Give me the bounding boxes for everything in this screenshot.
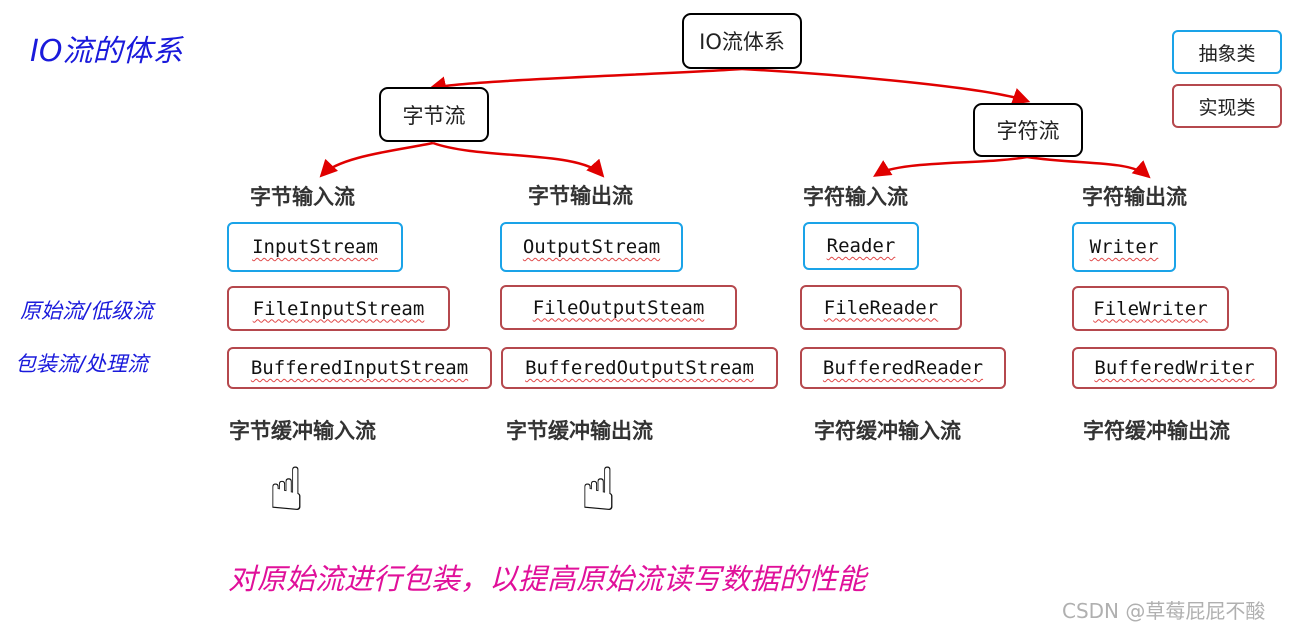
class-bufferedwriter: BufferedWriter xyxy=(1072,347,1277,389)
class-reader: Reader xyxy=(803,222,919,270)
pointing-hand-icon: ☝ xyxy=(580,455,617,525)
class-fileoutputsteam: FileOutputSteam xyxy=(500,285,737,330)
arrow-byte-to-input xyxy=(319,141,434,178)
watermark: CSDN @草莓屁屁不酸 xyxy=(1062,599,1266,623)
char-stream-node: 字符流 xyxy=(973,103,1083,157)
side-label-wrapper: 包装流/处理流 xyxy=(15,352,149,376)
category-byte-input: 字节输入流 xyxy=(250,185,355,209)
pointing-hand-icon: ☝ xyxy=(268,455,305,525)
class-filewriter: FileWriter xyxy=(1072,286,1229,331)
label-char-buffered-output: 字符缓冲输出流 xyxy=(1083,419,1230,443)
root-node: IO流体系 xyxy=(682,13,802,69)
class-filereader: FileReader xyxy=(800,285,962,330)
class-bufferedoutputstream: BufferedOutputStream xyxy=(501,347,778,389)
category-char-input: 字符输入流 xyxy=(803,185,908,209)
arrow-char-to-input xyxy=(873,155,1028,177)
legend-concrete: 实现类 xyxy=(1172,84,1282,128)
class-bufferedinputstream: BufferedInputStream xyxy=(227,347,492,389)
arrow-root-to-byte xyxy=(428,67,743,94)
byte-stream-node: 字节流 xyxy=(379,87,489,142)
arrow-root-to-char xyxy=(741,67,1031,105)
arrow-char-to-output xyxy=(1026,155,1151,179)
category-byte-output: 字节输出流 xyxy=(528,184,633,208)
legend-abstract: 抽象类 xyxy=(1172,30,1282,74)
category-char-output: 字符输出流 xyxy=(1082,185,1187,209)
label-char-buffered-input: 字符缓冲输入流 xyxy=(814,419,961,443)
class-writer: Writer xyxy=(1072,222,1176,272)
arrow-byte-to-output xyxy=(432,141,605,178)
bottom-note: 对原始流进行包装，以提高原始流读写数据的性能 xyxy=(228,562,867,596)
label-byte-buffered-input: 字节缓冲输入流 xyxy=(229,419,376,443)
class-fileinputstream: FileInputStream xyxy=(227,286,450,331)
class-outputstream: OutputStream xyxy=(500,222,683,272)
label-byte-buffered-output: 字节缓冲输出流 xyxy=(506,419,653,443)
class-inputstream: InputStream xyxy=(227,222,403,272)
class-bufferedreader: BufferedReader xyxy=(800,347,1006,389)
diagram-title: IO流的体系 xyxy=(30,34,183,69)
side-label-basic: 原始流/低级流 xyxy=(20,299,154,323)
